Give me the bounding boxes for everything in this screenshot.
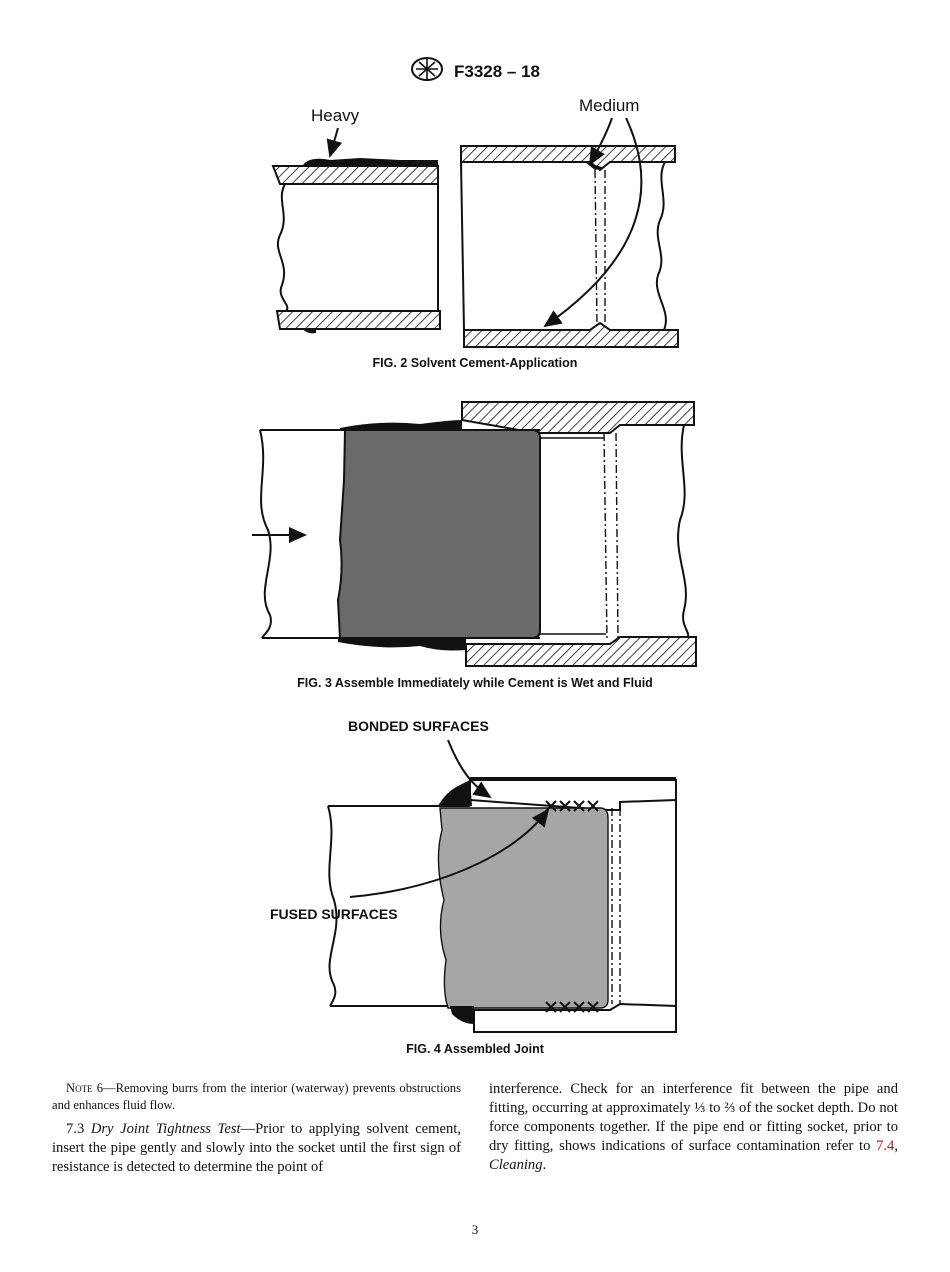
arrow-medium-inner [543, 117, 643, 328]
section-end: . [542, 1157, 547, 1173]
arrow-bonded [447, 739, 492, 799]
fig4-fitting [469, 777, 677, 1033]
fig3-fitting [461, 401, 697, 667]
fig3-pipe [259, 420, 606, 651]
page-number: 3 [471, 1222, 479, 1237]
section-text-right: interference. Check for an interference … [489, 1081, 898, 1154]
standard-designation: F3328 – 18 [453, 61, 540, 81]
page-header: F3328 – 18 [0, 56, 950, 87]
section-text-left: —Prior to applying solvent cement, inser… [52, 1121, 461, 1175]
fig4-caption: FIG. 4 Assembled Joint [406, 1042, 544, 1056]
fig3-caption: FIG. 3 Assemble Immediately while Cement… [297, 676, 653, 690]
section-7-3-left: 7.3 Dry Joint Tightness Test—Prior to ap… [52, 1120, 461, 1177]
cleaning-title: Cleaning [489, 1157, 543, 1173]
arrow-fused [349, 808, 550, 898]
left-column: Note 6—Removing burrs from the interior … [52, 1080, 461, 1177]
astm-logo [410, 56, 444, 87]
note-number: 6 [96, 1081, 103, 1095]
figures-canvas [252, 117, 697, 1033]
note-label: Note [66, 1081, 93, 1095]
fig4-pipe [327, 780, 609, 1024]
fig4-label-bonded: BONDED SURFACES [348, 718, 489, 734]
fig2-caption: FIG. 2 Solvent Cement-Application [372, 356, 578, 370]
fig2-label-medium: Medium [579, 96, 640, 115]
ref-separator: , [894, 1138, 898, 1154]
cleaning-section-link[interactable]: 7.4 [876, 1138, 895, 1154]
fig2-pipe [271, 158, 441, 334]
right-column: interference. Check for an interference … [489, 1080, 898, 1175]
fig4-label-fused: FUSED SURFACES [270, 906, 398, 922]
note-6: Note 6—Removing burrs from the interior … [52, 1080, 461, 1114]
section-title: Dry Joint Tightness Test [90, 1121, 241, 1137]
arrow-heavy [326, 127, 343, 158]
arrow-medium-outer [589, 117, 613, 166]
note-text: —Removing burrs from the interior (water… [52, 1081, 461, 1112]
fig2-label-heavy: Heavy [311, 106, 360, 125]
fig2-socket [460, 145, 679, 348]
section-number: 7.3 [66, 1121, 85, 1137]
